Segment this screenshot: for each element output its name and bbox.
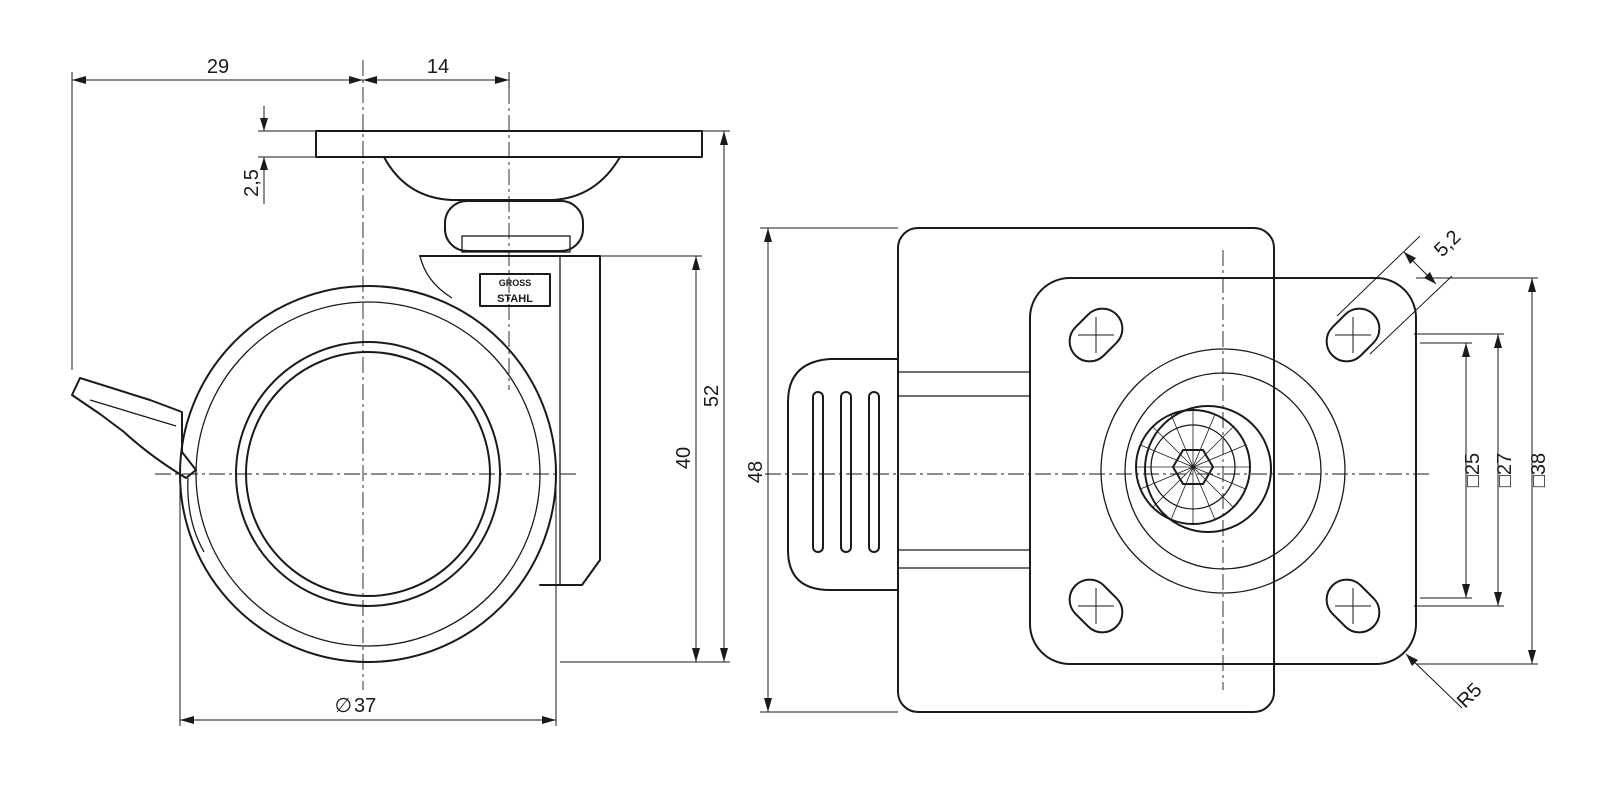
- hub-outer: [1135, 409, 1251, 525]
- dim-40: 40: [673, 447, 695, 469]
- dim-5-2: 5,2: [1430, 226, 1465, 261]
- dim-sq-25: □25: [1462, 453, 1484, 487]
- top-body: [897, 227, 1275, 713]
- diameter-symbol: ∅: [335, 695, 352, 717]
- mounting-holes: [1068, 307, 1381, 634]
- brake-pedal: [71, 377, 197, 479]
- dim-37: 37: [354, 695, 376, 717]
- logo-line1: GROSS: [499, 278, 532, 288]
- swivel-neck-inner: [461, 235, 571, 253]
- logo-line2: STAHL: [497, 293, 533, 305]
- dim-r5: R5: [1453, 679, 1487, 713]
- top-view: 48 5,2 □25 □27 □38 R5: [745, 226, 1550, 713]
- dim-48: 48: [745, 461, 767, 483]
- dim-2-5: 2,5: [241, 169, 263, 197]
- hub-ribs: [1136, 410, 1250, 524]
- fork-housing: [419, 255, 601, 586]
- dim-52: 52: [701, 385, 723, 407]
- dim-sq-38: □38: [1528, 453, 1550, 487]
- top-brake-pedal: [787, 358, 899, 591]
- side-view: GROSS STAHL 29 14 2,5: [71, 56, 730, 726]
- hex-socket: [1172, 449, 1214, 485]
- dim-sq-27: □27: [1494, 453, 1516, 487]
- dim-14: 14: [427, 56, 449, 78]
- brand-logo: GROSS STAHL: [479, 273, 551, 307]
- swivel-dome: [383, 156, 621, 201]
- dim-29: 29: [207, 56, 229, 78]
- swivel-neck: [444, 200, 584, 252]
